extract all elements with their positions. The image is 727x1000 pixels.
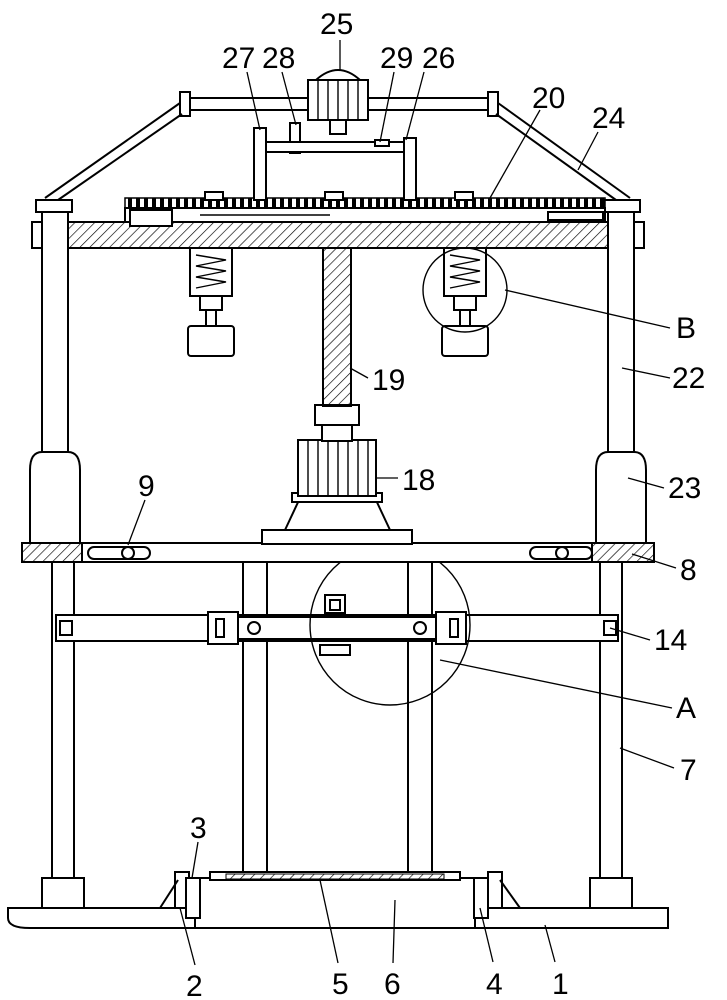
- label-5: 5: [332, 968, 349, 1000]
- label-9: 9: [138, 470, 155, 503]
- label-29: 29: [380, 42, 413, 75]
- label-2: 2: [186, 970, 203, 1000]
- leader-lines: [127, 40, 677, 966]
- label-3: 3: [190, 812, 207, 845]
- column-sleeves: [29, 451, 647, 544]
- label-14: 14: [654, 624, 687, 657]
- label-28: 28: [262, 42, 295, 75]
- label-25: 25: [320, 8, 353, 41]
- label-4: 4: [486, 968, 503, 1000]
- label-23: 23: [668, 472, 701, 505]
- guide-bar: [55, 594, 619, 656]
- tool-head-left: [187, 247, 235, 357]
- middle-beam: [21, 542, 655, 563]
- lower-motor: [261, 404, 413, 545]
- work-table: [159, 871, 521, 929]
- label-19: 19: [372, 364, 405, 397]
- label-27: 27: [222, 42, 255, 75]
- label-26: 26: [422, 42, 455, 75]
- label-18: 18: [402, 464, 435, 497]
- label-7: 7: [680, 754, 697, 787]
- tool-head-right: [441, 247, 489, 357]
- label-a: A: [676, 692, 696, 725]
- label-b: B: [676, 312, 696, 345]
- label-8: 8: [680, 554, 697, 587]
- lead-screw: [322, 247, 352, 407]
- part-labels: 25 27 28 29 26 20 24 B 22 19 18 23 9 8 1…: [138, 8, 705, 1000]
- label-1: 1: [552, 968, 569, 1000]
- column-feet: [41, 877, 633, 909]
- label-6: 6: [384, 968, 401, 1000]
- gear-rack: [124, 191, 606, 227]
- top-motor: [253, 69, 417, 201]
- top-plate: [31, 221, 645, 249]
- upright-rods: [35, 199, 641, 453]
- label-22: 22: [672, 362, 705, 395]
- label-24: 24: [592, 102, 625, 135]
- label-20: 20: [532, 82, 565, 115]
